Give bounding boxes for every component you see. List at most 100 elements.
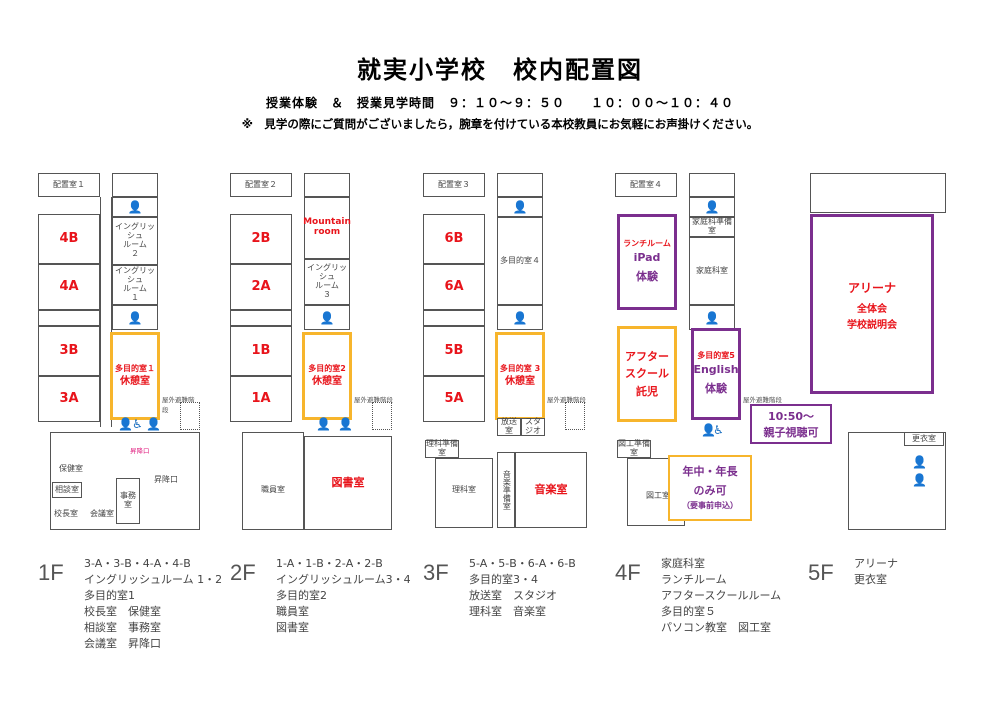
callout-parents: 10:50～ 親子視聴可 (750, 404, 832, 444)
health-room: 保健室 (52, 458, 90, 480)
principal-room: 校長室 (52, 504, 80, 524)
english-room-3: イングリッシュ ルーム ３ (304, 259, 350, 305)
mountain-room: Mountain room (303, 197, 351, 259)
changing-room: 更衣室 (904, 432, 944, 446)
floor-label-2f: 2F (230, 560, 256, 585)
floor-list-item: 多目的室2 (276, 589, 327, 602)
restroom-men-icon: 👤 (704, 200, 720, 214)
accessible-icon-1f: ♿ (132, 417, 143, 431)
restroom-icon-1f-b: 👤 (146, 417, 161, 431)
arena-room: アリーナ 全体会 学校説明会 (810, 214, 934, 394)
restroom-icon-1f-a: 👤 (118, 417, 133, 431)
multi-room-3: 多目的室 3 休憩室 (495, 332, 545, 420)
lower-block-5f (848, 432, 946, 530)
class-2b: 2B (230, 214, 292, 264)
restroom-women-icon: 👤 (127, 310, 143, 325)
floor-1f-plan: 配置室１ 4B 4A 3B 3A 👤 イングリッシュ ルーム ２ イングリッシュ… (38, 170, 200, 532)
restroom-icon-2f-b: 👤 (338, 417, 353, 431)
class-4a: 4A (38, 264, 100, 310)
floor-label-4f: 4F (615, 560, 641, 585)
roof-5f (810, 173, 946, 213)
floor-label-1f: 1F (38, 560, 64, 585)
science-prep-room: 理科準備室 (425, 439, 459, 458)
restroom-men-3f: 👤 (497, 197, 543, 217)
restroom-men-icon: 👤 (127, 200, 143, 214)
class-3b: 3B (38, 326, 100, 376)
restroom-women-3f: 👤 (497, 305, 543, 330)
outdoor-stair-label-2f: 屋外避難階段 (354, 396, 393, 404)
floor-list-item: 5-A・5-B・6-A・6-B (469, 557, 576, 570)
callout-kids: 年中・年長 のみ可 （要事前申込） (668, 455, 752, 521)
restroom-men-1f: 👤 (112, 197, 158, 217)
entrance-marker: 昇降口 (130, 447, 150, 455)
floor-3f-plan: 配置室３ 6B 6A 5B 5A 👤 多目的室４ 👤 多目的室 3 休憩室 屋外… (423, 170, 588, 532)
meeting-room: 会議室 (88, 504, 116, 524)
class-4b: 4B (38, 214, 100, 264)
art-prep-room: 図工準備室 (617, 439, 651, 458)
restroom-icon-2f: 👤 (316, 417, 331, 431)
restroom-women-2f: 👤 (304, 305, 350, 330)
stair-3f (497, 173, 543, 197)
stair-4f (689, 173, 735, 197)
multi-room-2: 多目的室2 休憩室 (302, 332, 352, 420)
floor-list-5f: アリーナ 更衣室 (854, 556, 898, 588)
home-ec-prep: 家庭科準備室 (689, 217, 735, 237)
restroom-women-icon: 👤 (704, 310, 720, 325)
class-1a: 1A (230, 376, 292, 422)
class-2a: 2A (230, 264, 292, 310)
floor-list-item: ランチルーム (661, 573, 727, 586)
floor-label-3f: 3F (423, 560, 449, 585)
schedule-text: 授業体験 ＆ 授業見学時間 ９：１０～９：５０ １０：００～１０：４０ (265, 96, 734, 110)
music-prep-room: 音楽準備室 (497, 452, 515, 528)
floor-list-item: 校長室 保健室 (84, 605, 161, 618)
room-2f-gap (230, 310, 292, 326)
class-5a: 5A (423, 376, 485, 422)
room-1f-gap (38, 310, 100, 326)
consult-room: 相談室 (52, 482, 82, 498)
broadcast-room: 放送室 (497, 417, 521, 436)
floor-list-item: 理科室 音楽室 (469, 605, 546, 618)
room-3f-gap (423, 310, 485, 326)
floor-list-item: 図書室 (276, 621, 309, 634)
restroom-women-icon: 👤 (319, 310, 335, 325)
visitor-note: ※ 見学の際にご質問がございましたら，腕章を付けている本校教員にお気軽にお声掛け… (241, 117, 759, 131)
music-room: 音楽室 (515, 452, 587, 528)
floor-list-2f: 1-A・1-B・2-A・2-B イングリッシュルーム3・4 多目的室2 職員室 … (276, 556, 411, 636)
floor-list-item: 家庭科室 (661, 557, 705, 570)
staff-room: 職員室 (244, 480, 302, 500)
page-title: 就実小学校 校内配置図 (357, 56, 643, 84)
restroom-women-4f: 👤 (689, 305, 735, 330)
restroom-men-4f: 👤 (689, 197, 735, 217)
floor-list-item: イングリッシュルーム3・4 (276, 573, 411, 586)
floor-list-item: アフタースクールルーム (661, 589, 782, 602)
english-room-1: イングリッシュ ルーム １ (112, 265, 158, 305)
home-ec-room: 家庭科室 (689, 237, 735, 305)
floor-list-item: 多目的室1 (84, 589, 135, 602)
office-room: 事務室 (116, 478, 140, 524)
outdoor-stair-3f (565, 402, 585, 430)
floor-2f-plan: 配置室２ 2B 2A 1B 1A Mountain room イングリッシュ ル… (230, 170, 395, 532)
floor-list-item: パソコン教室 図工室 (661, 621, 771, 634)
restroom-icon-5f: 👤 (912, 455, 927, 469)
floor-5f-plan: アリーナ 全体会 学校説明会 更衣室 👤 👤 (808, 170, 948, 532)
multi-room-5: 多目的室5 English 体験 (691, 328, 741, 420)
floor-list-item: 放送室 スタジオ (469, 589, 557, 602)
floor-list-item: 多目的室５ (661, 605, 716, 618)
floor-list-3f: 5-A・5-B・6-A・6-B 多目的室3・4 放送室 スタジオ 理科室 音楽室 (469, 556, 576, 620)
floor-list-item: イングリッシュルーム 1・2 (84, 573, 223, 586)
outdoor-stair-1f (180, 402, 200, 430)
floor-list-item: 3-A・3-B・4-A・4-B (84, 557, 191, 570)
room-top-3f: 配置室３ (423, 173, 485, 197)
room-top-2f: 配置室２ (230, 173, 292, 197)
floor-list-item: 職員室 (276, 605, 309, 618)
class-6a: 6A (423, 264, 485, 310)
floor-list-4f: 家庭科室 ランチルーム アフタースクールルーム 多目的室５ パソコン教室 図工室 (661, 556, 781, 636)
art-room: 図工室 (643, 486, 673, 506)
science-room: 理科室 (437, 480, 491, 500)
multi-room-4: 多目的室４ (497, 217, 543, 305)
outdoor-stair-label-3f: 屋外避難階段 (547, 396, 586, 404)
floor-list-item: 更衣室 (854, 573, 887, 586)
lunch-room: ランチルーム iPad 体験 (617, 214, 677, 310)
class-6b: 6B (423, 214, 485, 264)
room-top-1f: 配置室１ (38, 173, 100, 197)
